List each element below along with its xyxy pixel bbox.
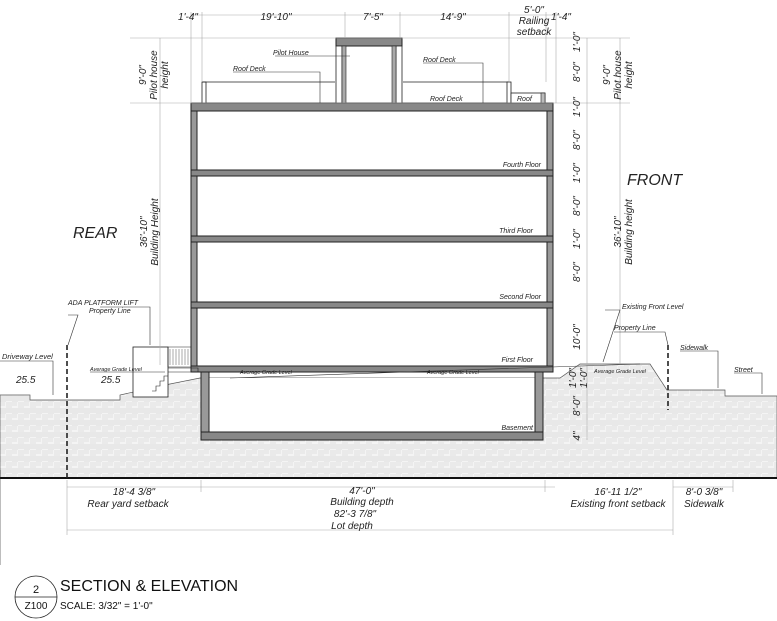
dim-front-setback: 16'-11 1/2": [595, 487, 642, 498]
dim-right-height-label: Building height: [624, 198, 635, 265]
label-roof: Roof: [517, 96, 533, 103]
title-block: 2 Z100 SECTION & ELEVATION SCALE: 3/32" …: [14, 575, 238, 619]
avg-grade-value: 25.5: [100, 375, 121, 386]
label-fourth-floor: Fourth Floor: [503, 162, 542, 169]
label-third-floor: Third Floor: [499, 228, 534, 235]
label-avg-grade-in1: Average Grade Level: [239, 370, 293, 376]
label-existing-front-level: Existing Front Level: [622, 304, 684, 311]
driveway-value: 25.5: [15, 375, 36, 386]
label-ada-lift: ADA PLATFORM LIFT: [67, 300, 139, 307]
dim-front-setback-label: Existing front setback: [570, 499, 666, 510]
label-roof-deck-left: Roof Deck: [233, 66, 266, 73]
dim-right-chain-11: 8'-0": [572, 396, 583, 416]
dim-right-height: 36'-10": [613, 216, 624, 247]
dim-right-chain-4: 1'-0": [572, 163, 583, 183]
dim-top-setback: setback: [517, 27, 552, 38]
dim-top-railing: Railing: [519, 16, 550, 27]
pilot-house: [335, 37, 403, 104]
fourth-floor-slab: [190, 169, 554, 177]
roof-slab: [190, 102, 554, 112]
label-property-line-front: Property Line: [614, 325, 656, 332]
label-rear: REAR: [73, 225, 118, 242]
ground: [0, 363, 777, 479]
dim-right-chain-5: 8'-0": [572, 196, 583, 216]
label-first-floor: First Floor: [502, 357, 534, 364]
dim-top-4: 14'-9": [440, 12, 466, 23]
dim-lot-depth-label: Lot depth: [331, 521, 373, 532]
dim-right-chain-6: 1'-0": [572, 229, 583, 249]
label-front: FRONT: [627, 172, 683, 189]
dim-right-chain-2: 1'-0": [572, 97, 583, 117]
dim-top-5: 5'-0": [524, 5, 544, 16]
dim-right-chain-10: 1'-0": [579, 368, 590, 388]
second-floor-slab: [190, 301, 554, 309]
label-sidewalk: Sidewalk: [680, 345, 709, 352]
dim-building-depth: 47'-0": [349, 486, 375, 497]
dim-top-6: 1'-4": [551, 12, 571, 23]
label-roof-deck-right: Roof Deck: [423, 57, 456, 64]
sheet-number: Z100: [25, 601, 48, 612]
label-second-floor: Second Floor: [499, 294, 541, 301]
dim-right-chain-12: 4": [572, 431, 583, 441]
dim-left-height: 36'-10": [139, 216, 150, 247]
dim-right-chain-0: 1'-0": [572, 32, 583, 52]
label-pilot-house: Pilot House: [273, 50, 309, 57]
dim-sidewalk-label: Sidewalk: [684, 499, 725, 510]
dim-left-pilot-label2: height: [160, 60, 171, 88]
label-avg-grade-front: Average Grade Level: [593, 369, 647, 375]
dim-rear-setback: 18'-4 3/8": [113, 487, 156, 498]
label-roof-deck-mid: Roof Deck: [430, 96, 463, 103]
dim-sidewalk: 8'-0 3/8": [686, 487, 723, 498]
building-section: [132, 37, 554, 441]
dim-right-chain-1: 8'-0": [572, 62, 583, 82]
dim-top-3: 7'-5": [363, 12, 383, 23]
drawing-scale: SCALE: 3/32" = 1'-0": [60, 601, 153, 612]
label-avg-grade-in2: Average Grade Level: [426, 370, 480, 376]
label-driveway-level: Driveway Level: [2, 352, 53, 361]
label-property-line-rear: Property Line: [89, 308, 131, 315]
dim-top-2: 19'-10": [260, 12, 291, 23]
dim-left-pilot: 9'-0": [138, 65, 149, 85]
label-street: Street: [734, 367, 754, 374]
dim-right-chain-3: 8'-0": [572, 130, 583, 150]
label-avg-grade-rear: Average Grade Level: [89, 367, 143, 373]
dim-left-pilot-label1: Pilot house: [149, 50, 160, 100]
dim-right-chain-9: 1'-0": [568, 368, 579, 388]
basement-slab: [200, 431, 544, 441]
dim-right-pilot: 9'-0": [602, 65, 613, 85]
dim-rear-setback-label: Rear yard setback: [87, 499, 169, 510]
dim-right-chain-7: 8'-0": [572, 262, 583, 282]
third-floor-slab: [190, 235, 554, 243]
dim-right-pilot-label1: Pilot house: [613, 50, 624, 100]
dim-top-1: 1'-4": [178, 12, 198, 23]
dim-building-depth-label: Building depth: [330, 497, 394, 508]
dim-lot-depth: 82'-3 7/8": [334, 509, 377, 520]
dim-left-height-label: Building Height: [150, 197, 161, 265]
dim-right-chain-8: 10'-0": [572, 324, 583, 350]
first-floor-slab: [190, 365, 554, 373]
drawing-title: SECTION & ELEVATION: [60, 578, 238, 595]
dim-right-pilot-label2: height: [624, 60, 635, 88]
detail-number: 2: [33, 584, 39, 596]
label-basement: Basement: [501, 425, 534, 432]
